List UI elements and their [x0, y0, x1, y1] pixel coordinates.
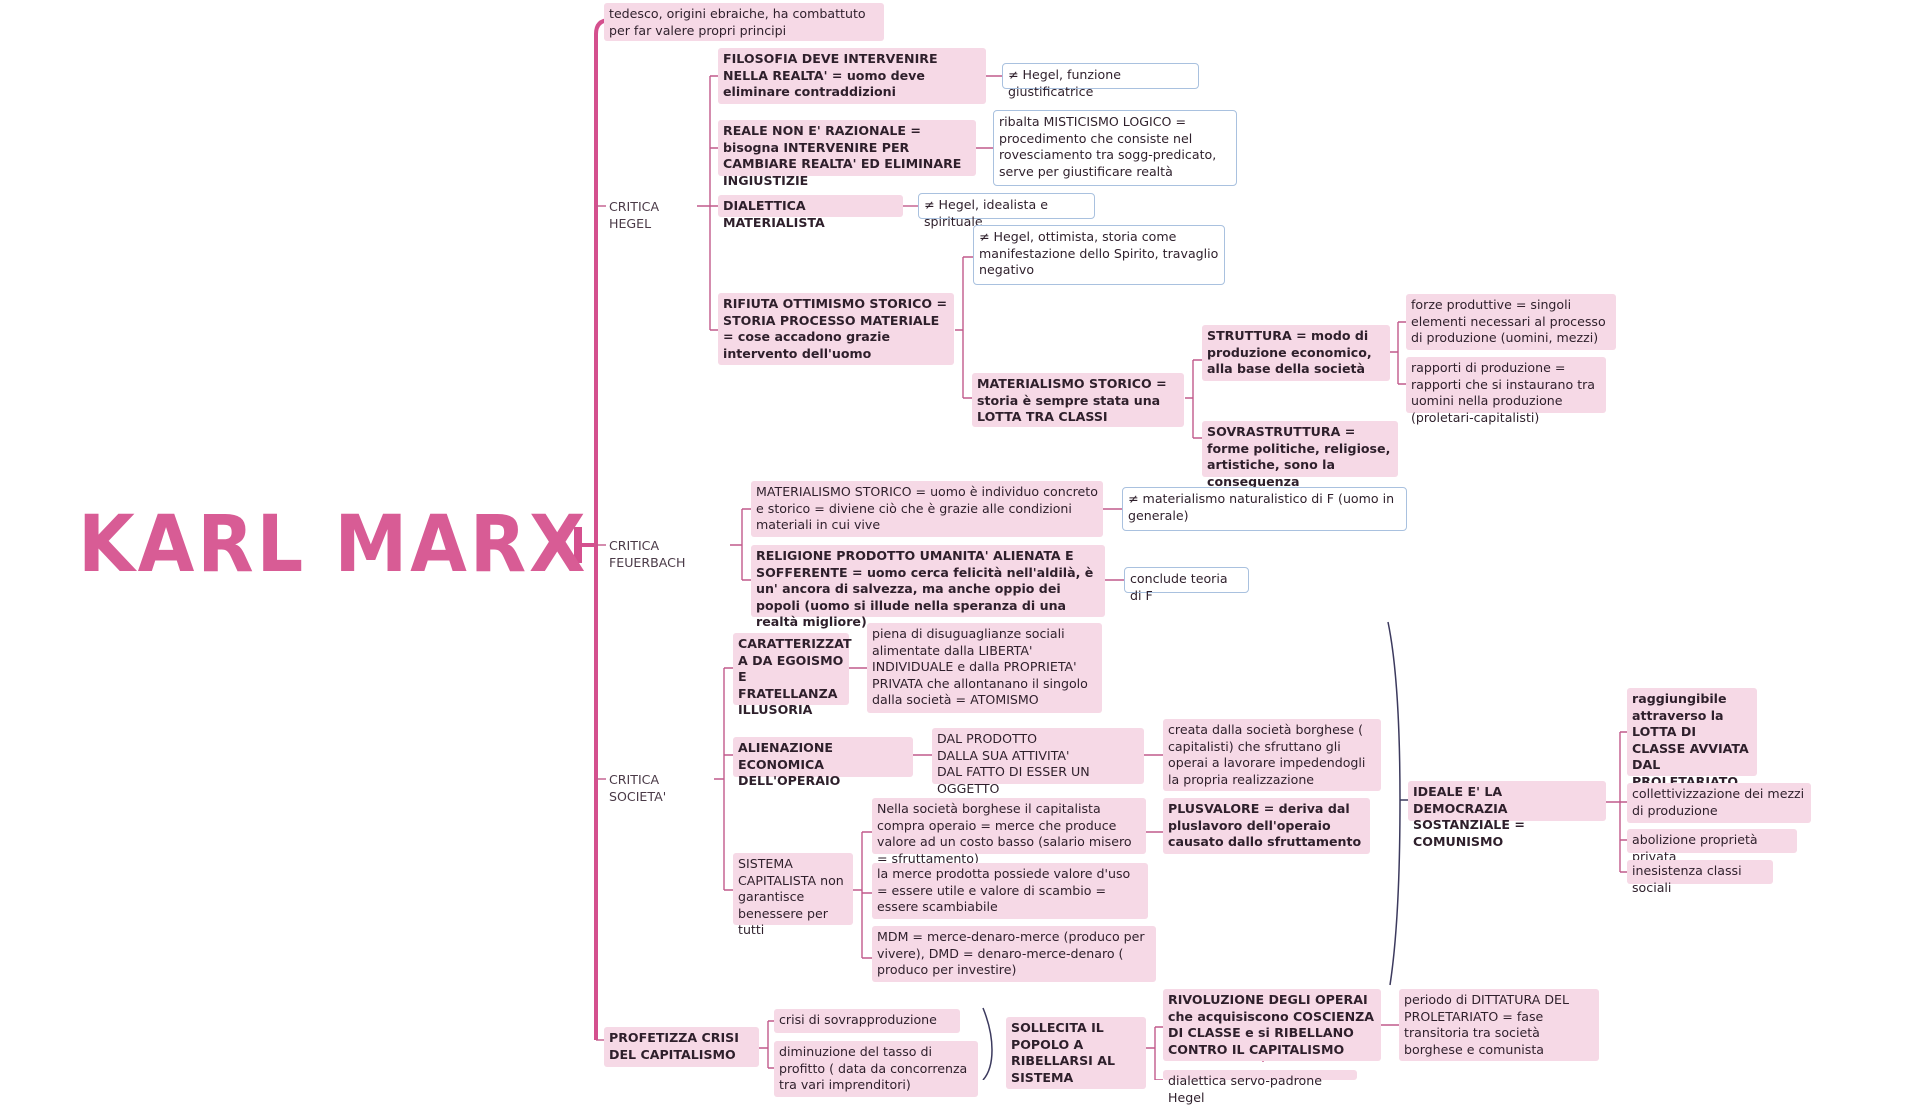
node-materialismo-storico: MATERIALISMO STORICO = storia è sempre s…	[972, 373, 1184, 427]
node-dal-prodotto: DAL PRODOTTO DALLA SUA ATTIVITA' DAL FAT…	[932, 728, 1144, 796]
node-reale: REALE NON E' RAZIONALE = bisogna INTERVE…	[718, 120, 976, 188]
page-title: KARL MARX	[78, 500, 589, 590]
node-rivoluzione: RIVOLUZIONE DEGLI OPERAI che acquisiscon…	[1163, 989, 1381, 1061]
node-rapporti: rapporti di produzione = rapporti che si…	[1406, 357, 1606, 425]
node-collettivizzazione: collettivizzazione dei mezzi di produzio…	[1627, 783, 1811, 823]
node-abolizione: abolizione proprietà privata	[1627, 829, 1797, 864]
node-plusvalore: PLUSVALORE = deriva dal pluslavoro dell'…	[1163, 798, 1370, 854]
node-religione: RELIGIONE PRODOTTO UMANITA' ALIENATA E S…	[751, 545, 1105, 629]
node-disuguaglianze: piena di disuguaglianze sociali alimenta…	[867, 623, 1102, 713]
node-ideale: IDEALE E' LA DEMOCRAZIA SOSTANZIALE = CO…	[1408, 781, 1606, 849]
node-sovrastruttura: SOVRASTRUTTURA = forme politiche, religi…	[1202, 421, 1398, 489]
node-sistema: SISTEMA CAPITALISTA non garantisce benes…	[733, 853, 853, 937]
node-inesistenza: inesistenza classi sociali	[1627, 860, 1773, 895]
note-misticismo: ribalta MISTICISMO LOGICO = procedimento…	[993, 110, 1237, 186]
node-sollecita: SOLLECITA IL POPOLO A RIBELLARSI AL SIST…	[1006, 1017, 1146, 1089]
node-servo-padrone: dialettica servo-padrone Hegel	[1163, 1070, 1357, 1105]
node-forze: forze produttive = singoli elementi nece…	[1406, 294, 1616, 350]
branch-critica-societa: CRITICA SOCIETA'	[609, 772, 667, 804]
node-alienazione: ALIENAZIONE ECONOMICA DELL'OPERAIO	[733, 737, 913, 788]
node-diminuzione: diminuzione del tasso di profitto ( data…	[774, 1041, 978, 1097]
node-mdm: MDM = merce-denaro-merce (produco per vi…	[872, 926, 1156, 982]
node-raggiungibile: raggiungibile attraverso la LOTTA DI CLA…	[1627, 688, 1757, 789]
node-egoismo: CARATTERIZZAT A DA EGOISMO E FRATELLANZA…	[733, 633, 852, 717]
note-hegel-funzione: ≠ Hegel, funzione giustificatrice	[1002, 63, 1199, 99]
note-ottimista: ≠ Hegel, ottimista, storia come manifest…	[973, 225, 1225, 285]
branch-critica-hegel: CRITICA HEGEL	[609, 199, 660, 231]
node-crisi: crisi di sovrapproduzione	[774, 1009, 960, 1033]
node-rifiuta: RIFIUTA OTTIMISMO STORICO = STORIA PROCE…	[718, 293, 954, 365]
node-creata: creata dalla società borghese ( capitali…	[1163, 719, 1381, 791]
node-dialettica: DIALETTICA MATERIALISTA	[718, 195, 903, 230]
note-naturalistico: ≠ materialismo naturalistico di F (uomo …	[1122, 487, 1407, 531]
intro-node: tedesco, origini ebraiche, ha combattuto…	[604, 3, 884, 41]
node-filosofia: FILOSOFIA DEVE INTERVENIRE NELLA REALTA'…	[718, 48, 986, 104]
node-merce: la merce prodotta possiede valore d'uso …	[872, 863, 1148, 919]
node-borghese: Nella società borghese il capitalista co…	[872, 798, 1146, 866]
note-idealista: ≠ Hegel, idealista e spirituale	[918, 193, 1095, 229]
branch-profetizza: PROFETIZZA CRISI DEL CAPITALISMO	[604, 1027, 759, 1067]
node-mat-storico-f: MATERIALISMO STORICO = uomo è individuo …	[751, 481, 1103, 537]
note-conclude: conclude teoria di F	[1124, 567, 1249, 603]
node-dittatura: periodo di DITTATURA DEL PROLETARIATO = …	[1399, 989, 1599, 1061]
branch-critica-feuerbach: CRITICA FEUERBACH	[609, 538, 686, 570]
node-struttura: STRUTTURA = modo di produzione economico…	[1202, 325, 1390, 381]
